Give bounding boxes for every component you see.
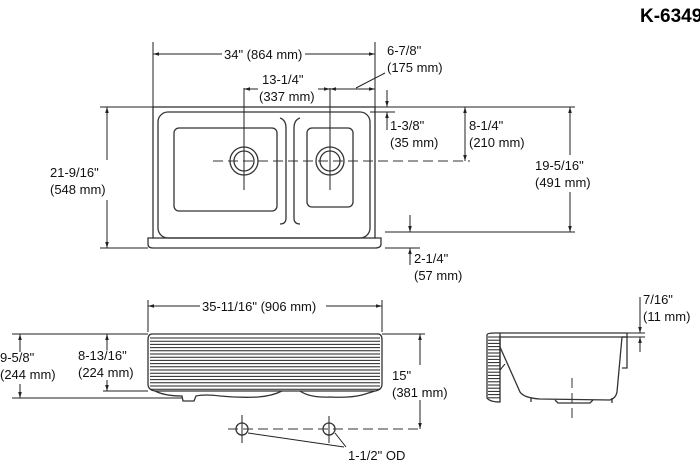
rim-thickness-mm: (11 mm) — [643, 309, 690, 324]
top-view: 34" (864 mm) 13-1/4" (337 mm) 6-7/8" (17… — [50, 42, 591, 283]
rim-to-bowl-mm: (35 mm) — [390, 135, 438, 150]
bowl-profile — [499, 336, 623, 401]
overall-width-label: 34" (864 mm) — [224, 47, 302, 62]
apron-overhang-label: 2-1/4" — [414, 251, 449, 266]
rim-to-drain-mm: (210 mm) — [469, 135, 525, 150]
overall-depth-mm: (548 mm) — [50, 182, 106, 197]
drain-offset-mm: (175 mm) — [387, 60, 443, 75]
left-basin — [173, 127, 278, 212]
apron-side-ridges — [488, 336, 500, 399]
apron-overhang-mm: (57 mm) — [414, 268, 462, 283]
model-number: K-6349 — [640, 6, 700, 27]
overall-height-mm: (244 mm) — [0, 367, 56, 382]
divider-right — [293, 117, 301, 225]
overall-height-label: 9-5/8" — [0, 350, 35, 365]
sink-inner-rim — [157, 111, 371, 239]
side-view: 7/16" (11 mm) — [486, 292, 690, 420]
rim-to-drain-label: 8-1/4" — [469, 118, 504, 133]
rim-to-bowl-label: 1-3/8" — [390, 118, 425, 133]
front-view: 35-11/16" (906 mm) 9-5/8" (244 mm) 8-13/… — [0, 299, 448, 460]
apron-flange — [147, 237, 382, 249]
overall-depth-label: 21-9/16" — [50, 165, 99, 180]
right-bowl-bottom — [299, 390, 376, 398]
apron-height-label: 8-13/16" — [78, 348, 127, 363]
left-bowl-bottom — [154, 390, 283, 402]
drain-spacing-mm: (337 mm) — [259, 89, 315, 104]
apron-width-label: 35-11/16" (906 mm) — [202, 299, 316, 314]
rim-to-outlet-label: 15" — [392, 368, 411, 383]
divider-left — [279, 117, 287, 225]
drain-offset-label: 6-7/8" — [387, 43, 422, 58]
drain-spacing-label: 13-1/4" — [262, 72, 304, 87]
rim-to-outlet-mm: (381 mm) — [392, 385, 448, 400]
bowl-depth-label: 19-5/16" — [535, 158, 584, 173]
rim-thickness-label: 7/16" — [643, 292, 673, 307]
outlet-size-label: 1-1/2" OD — [348, 448, 405, 460]
apron-ridges — [150, 337, 380, 390]
apron-height-mm: (224 mm) — [78, 365, 134, 380]
sink-outline — [152, 106, 376, 239]
bowl-depth-mm: (491 mm) — [535, 175, 591, 190]
